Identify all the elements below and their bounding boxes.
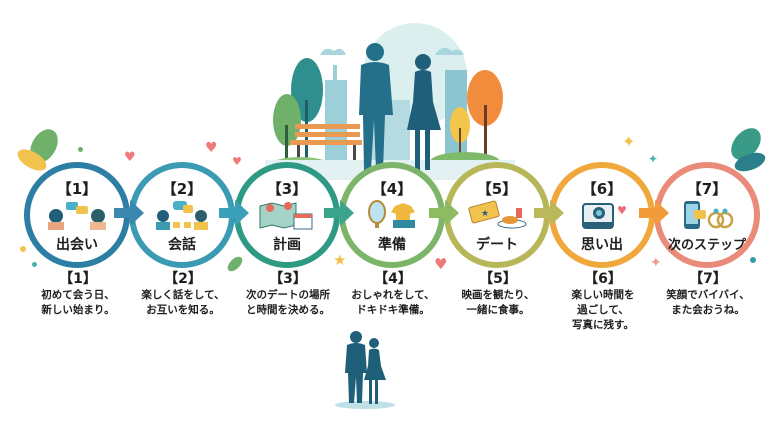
- desc-text: 笑顔でバイバイ、 また会おうね。: [666, 289, 750, 316]
- step-1-circle: 【1】 出会い: [24, 162, 130, 268]
- desc-text: 楽しく話をして、 お互いを知る。: [141, 289, 225, 316]
- step-7-description: 【7】 笑顔でバイバイ、 また会おうね。: [653, 270, 763, 318]
- step-number: 【7】: [686, 180, 728, 198]
- arrow-right-icon: [639, 200, 669, 226]
- map-calendar-icon: [259, 202, 313, 230]
- heart-icon: ♥: [124, 150, 136, 165]
- arrow-right-icon: [429, 200, 459, 226]
- arrow-right-icon: [114, 200, 144, 226]
- step-title: 思い出: [581, 237, 623, 253]
- step-1-description: 【1】 初めて会う日、 新しい始まり。: [23, 270, 133, 318]
- dot: [32, 262, 37, 267]
- people-chat-icon: [48, 202, 106, 230]
- desc-text: 次のデートの場所 と時間を決める。: [246, 289, 330, 316]
- heart-icon: ♥: [205, 140, 218, 156]
- desc-number: 【5】: [479, 271, 517, 287]
- step-2-description: 【2】 楽しく話をして、 お互いを知る。: [128, 270, 238, 318]
- step-4-description: 【4】 おしゃれをして、 ドキドキ準備。: [338, 270, 448, 318]
- sparkle-icon: ✦: [648, 152, 659, 166]
- desc-number: 【2】: [164, 271, 202, 287]
- step-7-circle: 【7】 次のステップ: [654, 162, 760, 268]
- star-icon: ★: [333, 251, 347, 269]
- sparkle-icon: ✦: [622, 132, 636, 151]
- step-6-description: 【6】 楽しい時間を 過ごして、 写真に残す。: [548, 270, 658, 333]
- step-title: デート: [476, 237, 518, 253]
- desc-number: 【4】: [374, 271, 412, 287]
- step-3-description: 【3】 次のデートの場所 と時間を決める。: [233, 270, 343, 318]
- step-5-description: 【5】 映画を観たり、 一緒に食事。: [443, 270, 553, 318]
- step-title: 準備: [378, 237, 406, 253]
- desc-text: 初めて会う日、 新しい始まり。: [41, 289, 115, 316]
- step-number: 【3】: [266, 180, 308, 198]
- step-title: 次のステップ: [667, 238, 746, 253]
- heart-icon: ♥: [232, 155, 242, 168]
- desc-text: 楽しい時間を 過ごして、 写真に残す。: [571, 289, 635, 331]
- svg-text:♥: ♥: [617, 204, 627, 217]
- dot: [78, 147, 83, 152]
- svg-text:★: ★: [481, 209, 489, 219]
- arrow-right-icon: [534, 200, 564, 226]
- camera-icon: ♥: [582, 203, 627, 229]
- step-2-circle: 【2】 会話: [129, 162, 235, 268]
- leaf-icon: [227, 256, 243, 272]
- arrow-right-icon: [324, 200, 354, 226]
- desc-number: 【7】: [689, 271, 727, 287]
- couple-silhouette-icon: [335, 331, 395, 409]
- step-title: 出会い: [56, 237, 98, 253]
- dot: [750, 257, 756, 263]
- phone-rings-icon: [684, 201, 734, 229]
- arrow-right-icon: [219, 200, 249, 226]
- park-couple-illustration: [265, 20, 515, 180]
- dot: [20, 246, 26, 252]
- sparkle-icon: ✦: [650, 255, 662, 271]
- step-number: 【5】: [476, 180, 518, 198]
- desc-text: 映画を観たり、 一緒に食事。: [461, 289, 535, 316]
- mirror-clothes-icon: [368, 200, 415, 228]
- leaves-icon: [731, 128, 766, 172]
- step-number: 【4】: [371, 180, 413, 198]
- desc-number: 【3】: [269, 271, 307, 287]
- conversation-coffee-icon: [156, 201, 208, 230]
- desc-number: 【6】: [584, 271, 622, 287]
- ticket-meal-icon: ★: [468, 200, 527, 229]
- leaves-icon: [17, 129, 58, 171]
- desc-text: おしゃれをして、 ドキドキ準備。: [351, 289, 435, 316]
- step-number: 【6】: [581, 180, 623, 198]
- step-number: 【2】: [161, 180, 203, 198]
- step-title: 計画: [273, 237, 301, 253]
- step-title: 会話: [168, 237, 196, 253]
- desc-number: 【1】: [59, 271, 97, 287]
- heart-icon: ♥: [434, 255, 448, 273]
- step-number: 【1】: [56, 180, 98, 198]
